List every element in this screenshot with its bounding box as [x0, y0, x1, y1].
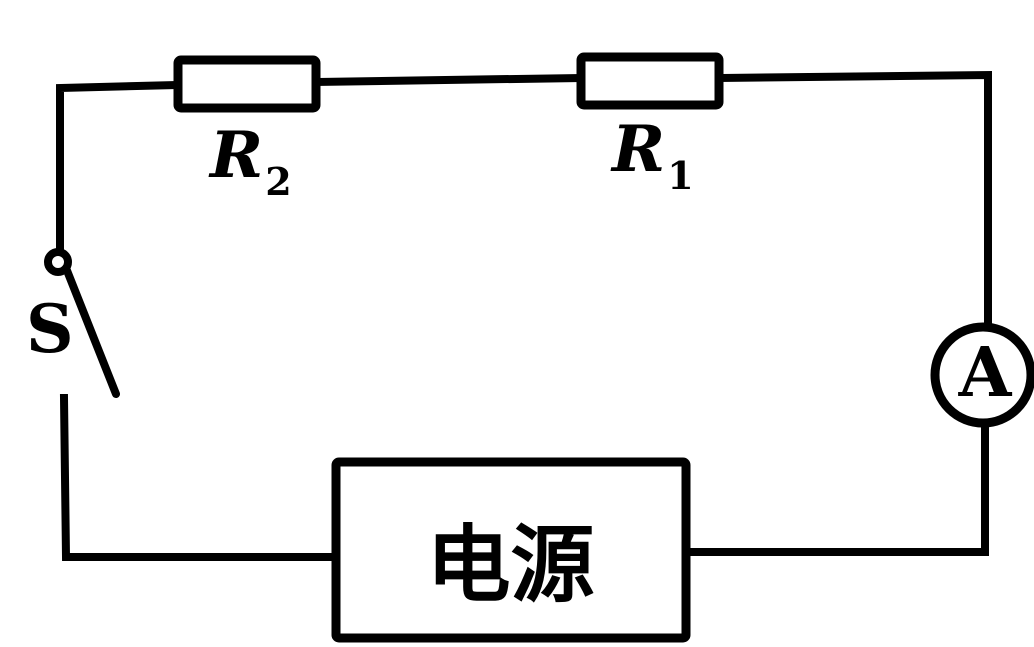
- switch-s: [44, 248, 120, 398]
- ammeter: [930, 322, 1034, 428]
- power-source: [331, 457, 691, 643]
- wire-left-top: [56, 80, 183, 256]
- wire-right-top: [717, 70, 992, 329]
- resistor-r2: [173, 55, 321, 113]
- wire-right-bottom: [684, 421, 989, 556]
- label-ammeter: A: [958, 333, 1012, 413]
- label-switch: S: [26, 290, 74, 368]
- label-r1: R1: [612, 112, 694, 198]
- wire-r2-r1: [313, 73, 583, 87]
- wire-left-bottom: [59, 393, 337, 561]
- label-power-source: 电源: [426, 516, 595, 614]
- resistor-r1: [576, 52, 724, 110]
- label-r2: R2: [210, 118, 292, 204]
